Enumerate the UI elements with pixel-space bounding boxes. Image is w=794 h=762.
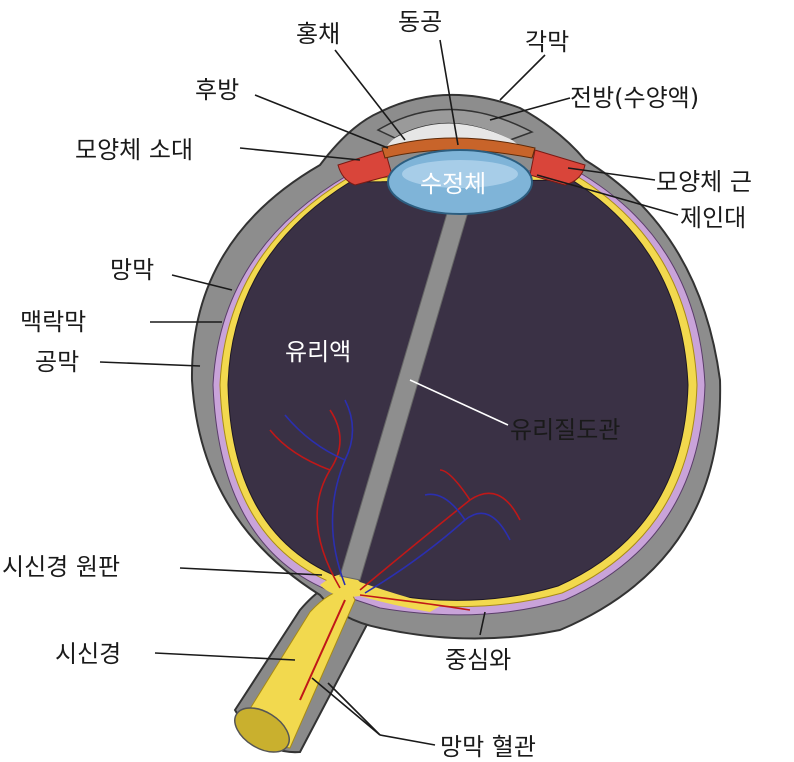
label-iris: 홍채 — [296, 20, 340, 48]
label-lens: 수정체 — [420, 170, 486, 198]
label-cornea: 각막 — [525, 28, 569, 56]
label-retinal-vessels: 망막 혈관 — [440, 733, 536, 761]
label-retina: 망막 — [110, 256, 154, 284]
label-pupil: 동공 — [398, 8, 442, 36]
label-posterior-chamber: 후방 — [195, 76, 239, 104]
label-sclera: 공막 — [35, 348, 79, 376]
label-anterior-chamber: 전방(수양액) — [570, 84, 699, 112]
label-optic-disc: 시신경 원판 — [2, 553, 120, 581]
label-ciliary-muscle: 모양체 근 — [656, 168, 752, 196]
label-suspensory-ligament: 제인대 — [680, 204, 746, 232]
label-choroid: 맥락막 — [20, 308, 86, 336]
label-hyaloid-canal: 유리질도관 — [510, 416, 620, 444]
label-zonular-fibers: 모양체 소대 — [75, 136, 193, 164]
label-fovea: 중심와 — [445, 646, 511, 674]
label-optic-nerve: 시신경 — [55, 640, 121, 668]
label-vitreous-humor: 유리액 — [285, 338, 351, 366]
